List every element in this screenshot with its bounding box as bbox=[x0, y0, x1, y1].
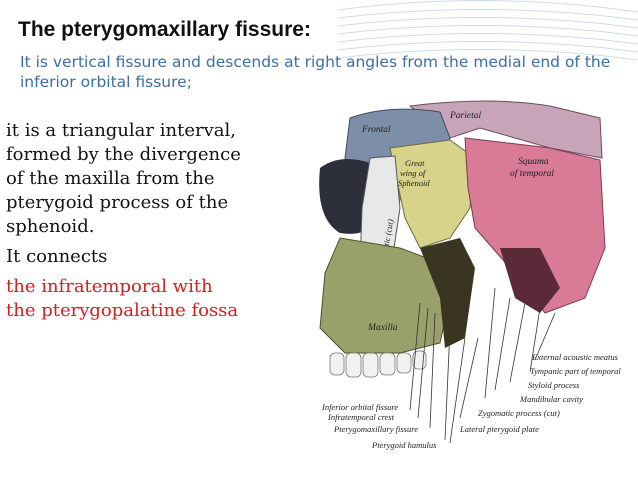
sphenoid-great-wing bbox=[389, 139, 476, 249]
teeth bbox=[329, 350, 427, 378]
maxilla bbox=[319, 237, 451, 354]
slide-body: it is a triangular interval, formed by t… bbox=[6, 119, 296, 323]
label-parietal: Parietal bbox=[449, 111, 481, 121]
slide-header: The pterygomaxillary fissure: It is vert… bbox=[0, 0, 638, 104]
label-great-wing: Sphenoid bbox=[398, 178, 430, 188]
highlight-line: the pterygopalatine fossa bbox=[6, 300, 239, 321]
header-decoration bbox=[338, 0, 638, 60]
label-external-acoustic: External acoustic meatus bbox=[531, 352, 619, 362]
label-inferior-orbital: Inferior orbital fissure bbox=[321, 402, 398, 412]
label-squama: of temporal bbox=[510, 168, 554, 179]
label-pterygoid-hamulus: Pterygoid hamulus bbox=[371, 440, 437, 450]
label-styloid: Styloid process bbox=[528, 380, 580, 390]
label-frontal: Frontal bbox=[361, 125, 391, 135]
slide-subtitle: It is vertical fissure and descends at r… bbox=[20, 53, 611, 91]
body-line: sphenoid. bbox=[6, 216, 95, 237]
label-zygomatic-process: Zygomatic process (cut) bbox=[478, 408, 560, 418]
body-line: it is a triangular interval, bbox=[6, 120, 236, 141]
label-squama: Squama bbox=[518, 157, 549, 167]
body-line: It connects bbox=[6, 246, 108, 267]
label-maxilla: Maxilla bbox=[367, 323, 398, 333]
body-line: of the maxilla from the bbox=[6, 168, 215, 189]
pterygomaxillary-fissure bbox=[420, 238, 475, 348]
label-infratemporal-crest: Infratemporal crest bbox=[327, 412, 395, 422]
temporal-meatus-region bbox=[500, 248, 560, 313]
label-great-wing: wing of bbox=[400, 168, 427, 178]
label-tympanic: Tympanic part of temporal bbox=[530, 366, 621, 376]
label-great-wing: Great bbox=[405, 158, 425, 168]
parietal-bone bbox=[408, 100, 603, 159]
label-mandibular: Mandibular cavity bbox=[519, 394, 583, 404]
slide-title: The pterygomaxillary fissure: bbox=[18, 18, 311, 41]
leader-lines bbox=[409, 287, 556, 444]
label-lateral-pterygoid: Lateral pterygoid plate bbox=[459, 424, 539, 434]
highlight-line: the infratemporal with bbox=[6, 276, 213, 297]
body-line: pterygoid process of the bbox=[6, 192, 229, 213]
temporal-squama bbox=[464, 137, 606, 314]
body-line: formed by the divergence bbox=[6, 144, 241, 165]
skull-illustration: Zygomatic (cut) Pari bbox=[300, 98, 638, 458]
label-pterygomaxillary: Pterygomaxillary fissure bbox=[333, 424, 418, 434]
